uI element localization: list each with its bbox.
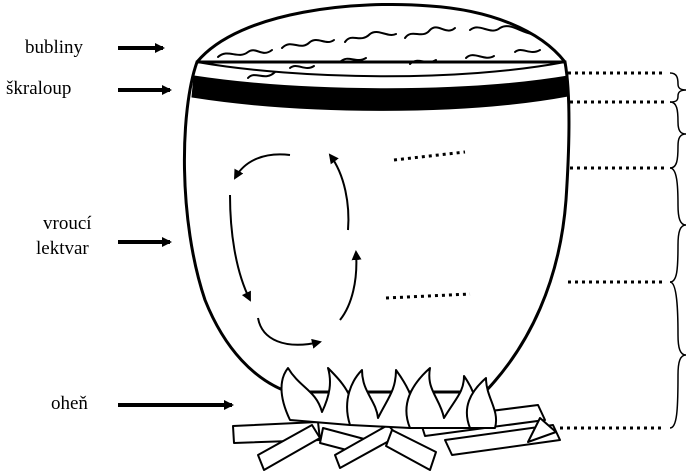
layer-braces — [670, 73, 686, 428]
cauldron-body — [184, 62, 568, 392]
